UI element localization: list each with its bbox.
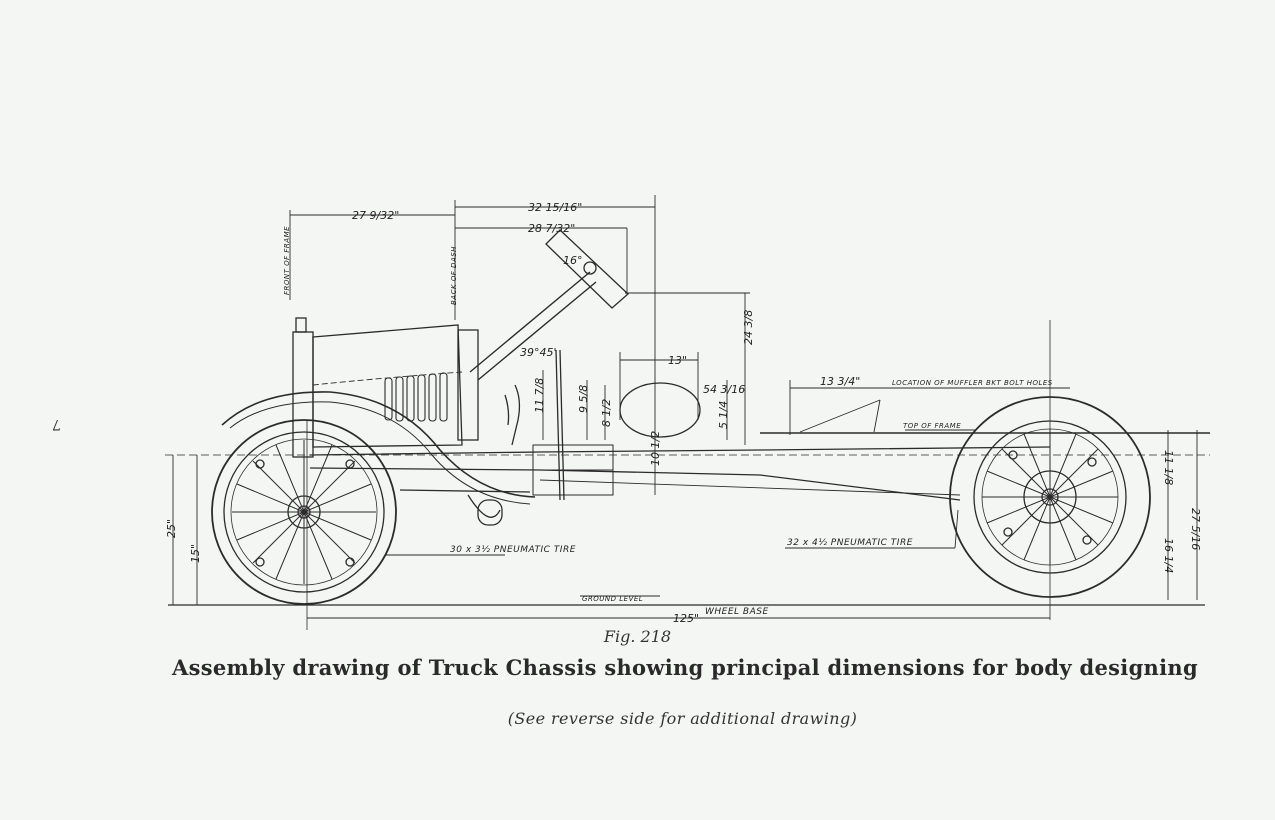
figure-subcaption: (See reverse side for additional drawing… [507,709,858,728]
dim-tank-height: 10 1/2 [649,431,662,466]
dim-tank-width: 13" [668,354,687,367]
radiator [292,331,314,458]
dim-wheel-from-dash: 32 15/16" [528,201,582,214]
label-top-of-frame: TOP OF FRAME [903,422,961,430]
dim-tank-dim: 54 3/16 [703,383,745,396]
dim-wheel-height: 24 3/8 [742,310,755,345]
hand-lever [555,349,561,501]
dash [457,329,479,441]
hood [312,324,463,448]
fuel-tank [619,382,701,438]
label-rear-tire: 32 x 4½ PNEUMATIC TIRE [787,538,913,548]
dim-front-total: 25" [165,519,178,538]
label-wheel-base: WHEEL BASE [705,607,769,617]
hood-louvers [384,372,448,422]
dim-rear-total: 27 5/16 [1189,508,1202,550]
label-ground-level: GROUND LEVEL [582,595,643,603]
dim-frame-height: 8 1/2 [600,399,613,427]
dim-pedal-height: 9 5/8 [577,385,590,413]
steering-wheel [545,229,629,309]
dim-muffler-offset: 13 3/4" [820,375,860,388]
dim-seat-offset: 5 1/4 [717,401,730,429]
frame-rail-top [309,446,1051,456]
label-back-of-dash: BACK OF DASH [450,246,458,305]
steering-column [469,271,591,373]
dim-column-angle: 39°45' [520,346,557,359]
label-front-tire: 30 x 3½ PNEUMATIC TIRE [450,545,576,555]
dim-rear-top: 11 1/8 [1162,450,1175,485]
figure-caption: Assembly drawing of Truck Chassis showin… [172,655,1198,680]
figure-number: Fig. 218 [603,627,672,646]
dim-rear-axle: 16 1/4 [1162,538,1175,573]
dim-dash-from-front: 27 9/32" [352,209,399,222]
label-front-of-frame: FRONT OF FRAME [283,226,291,295]
pedal [511,384,521,446]
margin-mark: 7 [52,416,61,432]
front-wheel [211,419,397,605]
dim-front-axle: 15" [189,544,202,563]
rear-wheel [949,396,1151,598]
dim-wheel-base: 125" [673,612,699,625]
dim-column-from-dash: 28 7/32" [528,222,575,235]
dim-steering-angle: 16° [563,254,583,267]
dim-lever-height: 11 7/8 [533,378,546,413]
label-muffler: LOCATION OF MUFFLER BKT BOLT HOLES [892,379,1053,387]
frame-rail-bottom [309,467,961,501]
